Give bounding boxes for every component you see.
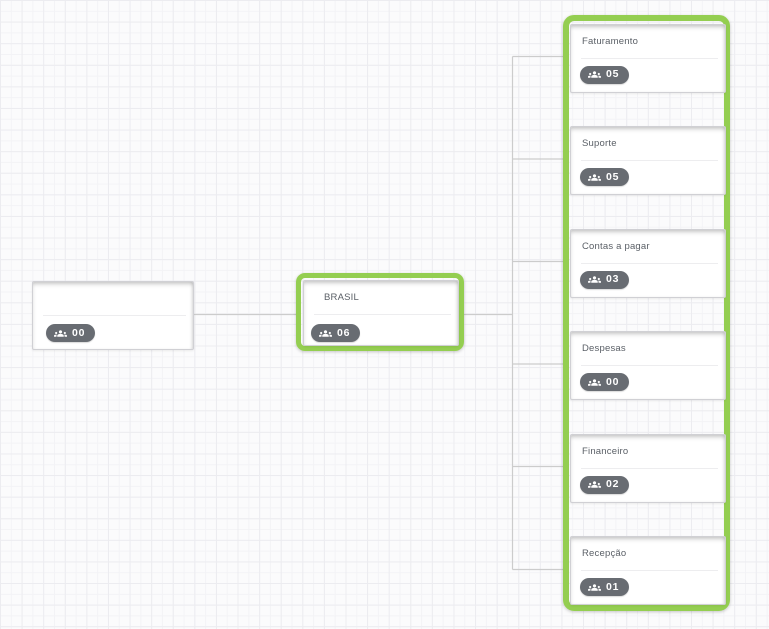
member-count-badge[interactable]: 03 bbox=[580, 270, 630, 289]
node-divider bbox=[581, 57, 718, 59]
member-count: 03 bbox=[606, 273, 620, 286]
member-count-badge[interactable]: 01 bbox=[580, 578, 630, 596]
groups-icon bbox=[588, 273, 601, 286]
member-count-badge[interactable]: 02 bbox=[580, 475, 630, 494]
node-suporte[interactable]: Suporte 05 bbox=[570, 126, 726, 195]
member-count-badge[interactable]: 00 bbox=[46, 324, 96, 342]
member-count: 06 bbox=[337, 326, 351, 339]
node-despesas[interactable]: Despesas 00 bbox=[570, 331, 726, 400]
node-brasil[interactable]: BRASIL 06 bbox=[303, 280, 459, 346]
member-count: 01 bbox=[606, 580, 620, 593]
node-title: Contas a pagar bbox=[582, 240, 650, 252]
node-divider bbox=[581, 160, 718, 161]
node-title: Recepção bbox=[582, 548, 627, 559]
node-root[interactable]: 00 bbox=[32, 281, 194, 350]
node-contas-a-pagar[interactable]: Contas a pagar 03 bbox=[570, 228, 726, 298]
node-divider bbox=[43, 315, 186, 316]
member-count: 05 bbox=[606, 68, 620, 81]
node-divider bbox=[581, 365, 718, 366]
node-financeiro[interactable]: Financeiro 02 bbox=[570, 433, 726, 503]
member-count-badge[interactable]: 00 bbox=[580, 373, 630, 391]
member-count: 02 bbox=[606, 478, 620, 491]
groups-icon bbox=[319, 327, 332, 340]
children-group-highlight: Faturamento 05 Suporte 05 Contas a pagar… bbox=[563, 15, 730, 611]
selection-highlight-brasil: BRASIL 06 bbox=[296, 273, 464, 351]
groups-icon bbox=[54, 327, 67, 340]
node-divider bbox=[314, 314, 451, 315]
member-count: 00 bbox=[606, 375, 620, 388]
node-title: Suporte bbox=[582, 138, 617, 149]
node-title: Faturamento bbox=[582, 35, 639, 47]
groups-icon bbox=[588, 171, 601, 184]
node-divider bbox=[581, 570, 718, 571]
node-title: BRASIL bbox=[324, 292, 359, 303]
groups-icon bbox=[588, 581, 601, 594]
node-divider bbox=[581, 262, 718, 264]
node-divider bbox=[581, 467, 718, 469]
groups-icon bbox=[588, 376, 601, 389]
groups-icon bbox=[588, 68, 601, 81]
node-recepcao[interactable]: Recepção 01 bbox=[570, 536, 726, 605]
node-faturamento[interactable]: Faturamento 05 bbox=[570, 23, 726, 93]
member-count-badge[interactable]: 05 bbox=[580, 65, 630, 84]
member-count-badge[interactable]: 05 bbox=[580, 168, 630, 186]
groups-icon bbox=[588, 478, 601, 491]
member-count: 05 bbox=[606, 170, 620, 183]
node-title: Despesas bbox=[582, 343, 626, 354]
member-count: 00 bbox=[72, 326, 86, 339]
member-count-badge[interactable]: 06 bbox=[311, 324, 361, 342]
node-title: Financeiro bbox=[582, 445, 629, 457]
